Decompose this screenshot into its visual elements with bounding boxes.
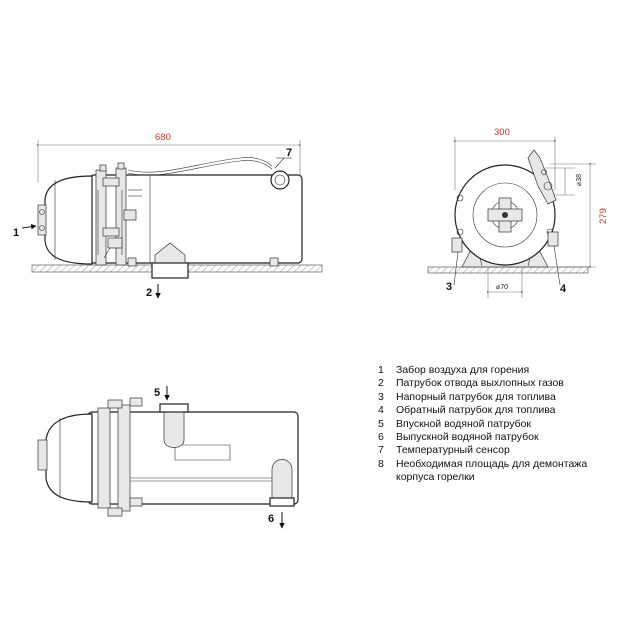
callout-3: 3 [446,251,459,293]
fuel-return-front [547,231,559,247]
callout-2: 2 [146,284,161,299]
svg-text:6: 6 [268,513,274,525]
svg-text:2: 2 [146,287,152,299]
side-view: 680 [13,132,323,299]
callout-6: 6 [268,512,285,529]
legend-text: корпуса горелки [396,471,475,484]
legend-text: Патрубок отвода выхлопных газов [396,377,564,390]
legend-text: Напорный патрубок для топлива [396,390,556,403]
burner-housing [44,175,93,265]
legend-number: 2 [378,377,384,390]
legend-number: 3 [378,390,384,403]
dimension-exhaust-label: ⌀70 [496,284,508,291]
water-inlet [163,409,185,448]
burner-housing-top [45,413,93,503]
legend-item: корпуса горелки [378,471,616,484]
svg-text:7: 7 [286,147,292,159]
air-intake [37,204,47,236]
top-view: 5 6 [37,386,299,529]
legend-number [378,471,396,484]
callout-7: 7 [274,147,292,169]
fuel-fitting [123,209,137,221]
svg-text:⌀38: ⌀38 [576,174,583,186]
legend-text: Выпускной водяной патрубок [396,431,539,444]
legend-text: Впускной водяной патрубок [396,417,532,430]
legend-number: 7 [378,444,384,457]
legend-number: 5 [378,417,384,430]
callout-1: 1 [13,223,37,239]
exhaust-pipe [151,262,189,279]
legend-number: 8 [378,457,384,470]
legend-item: 5 Впускной водяной патрубок [378,418,616,431]
legend-item: 3 Напорный патрубок для топлива [378,391,616,404]
legend-text: Необходимая площадь для демонтажа [396,457,588,470]
callout-5: 5 [154,386,170,401]
legend-number: 6 [378,431,384,444]
sensor-cable [127,157,273,173]
callout-4: 4 [553,245,567,295]
legend-item: 6 Выпускной водяной патрубок [378,431,616,444]
floor-hatch-front [427,266,589,274]
legend-item: 4 Обратный патрубок для топлива [378,404,616,417]
sensor-assembly [527,149,557,205]
legend-text: Забор воздуха для горения [396,364,530,376]
svg-text:1: 1 [13,227,19,239]
legend-text: Обратный патрубок для топлива [396,404,556,417]
legend: 1 Забор воздуха для горения 2 Патрубок отво… [378,364,616,485]
svg-text:4: 4 [560,283,567,295]
front-view: 300 279 ⌀38 [427,127,609,298]
water-outlet [271,459,293,501]
svg-text:5: 5 [154,387,160,399]
legend-text: Температурный сенсор [396,444,510,457]
legend-item: 2 Патрубок отвода выхлопных газов [378,377,616,390]
legend-item: 1 Забор воздуха для горения [378,364,616,377]
dimension-height-label: 279 [598,208,609,224]
legend-item: 8 Необходимая площадь для демонтажа [378,458,616,471]
dimension-length: 680 [36,132,302,182]
legend-number: 4 [378,404,384,417]
svg-text:3: 3 [446,281,452,293]
dimension-width: 300 [453,127,557,190]
fuel-inlet-front [451,237,463,253]
dimension-width-label: 300 [494,127,510,138]
legend-item: 7 Температурный сенсор [378,444,616,457]
dimension-length-label: 680 [155,132,171,143]
temperature-sensor [270,170,290,190]
legend-number: 1 [378,364,384,376]
